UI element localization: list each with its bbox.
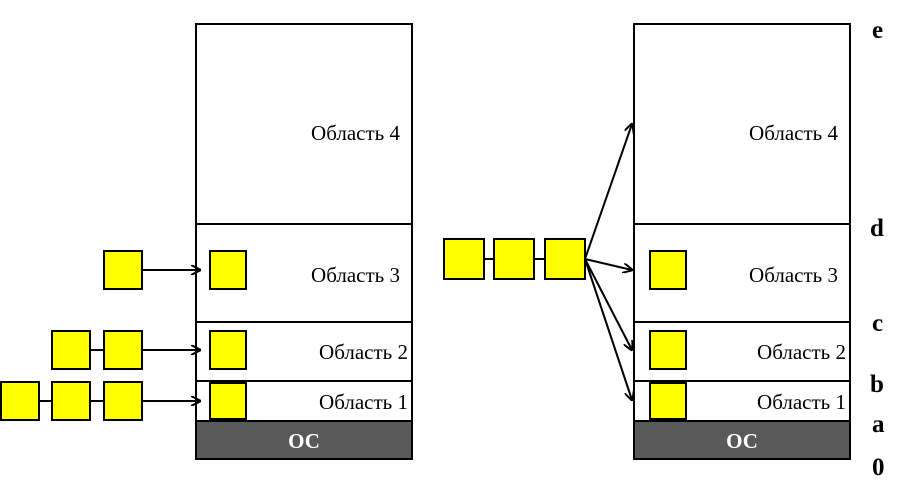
left-os-block: [195, 420, 413, 460]
left-loaded-task-region-1: [209, 382, 247, 420]
queue-task: [493, 238, 535, 280]
queue-task: [103, 330, 143, 370]
queue-task: [103, 381, 143, 421]
right-region-4-label: Область 4: [749, 121, 838, 145]
right-loaded-task-region-3: [649, 250, 687, 290]
address-mark-0: 0: [872, 454, 885, 481]
address-mark-b: b: [870, 371, 884, 398]
arrow-to-region-4: [584, 124, 632, 260]
queue-task: [103, 250, 143, 290]
right-region-3-label: Область 3: [749, 263, 838, 287]
left-loaded-task-region-3: [209, 250, 247, 290]
left-loaded-task-region-2: [209, 330, 247, 370]
right-loaded-task-region-1: [649, 382, 687, 420]
left-queue-region-1: [0, 381, 200, 421]
right-region-4: [633, 23, 851, 225]
address-mark-e: e: [872, 17, 883, 44]
arrow-to-region-3: [584, 258, 632, 270]
queue-task: [544, 238, 586, 280]
right-memory-column: Область 4 Область 3 Область 2 Область 1 …: [633, 23, 851, 460]
right-os-block: [633, 420, 851, 460]
arrow-to-region-2: [584, 258, 632, 350]
left-os-label: ОС: [288, 429, 320, 453]
right-loaded-task-region-2: [649, 330, 687, 370]
left-memory-column: Область 4 Область 3 Область 2 Область 1 …: [195, 23, 413, 460]
queue-task: [443, 238, 485, 280]
queue-task: [51, 381, 91, 421]
left-region-4: [195, 23, 413, 225]
right-region-2-label: Область 2: [757, 340, 846, 364]
queue-task: [51, 330, 91, 370]
left-region-3-label: Область 3: [311, 263, 400, 287]
address-mark-a: a: [872, 411, 885, 438]
address-mark-d: d: [870, 215, 884, 242]
address-marks: e d c b a 0: [870, 17, 885, 481]
right-os-label: ОС: [726, 429, 758, 453]
left-region-1-label: Область 1: [319, 390, 408, 414]
arrow-to-region-1: [584, 258, 632, 400]
left-region-2-label: Область 2: [319, 340, 408, 364]
left-queue-region-3: [103, 250, 200, 290]
left-region-4-label: Область 4: [311, 121, 400, 145]
right-shared-queue: [443, 124, 632, 400]
right-region-1-label: Область 1: [757, 390, 846, 414]
left-queue-region-2: [51, 330, 200, 370]
address-mark-c: c: [872, 310, 883, 337]
queue-task: [0, 381, 40, 421]
